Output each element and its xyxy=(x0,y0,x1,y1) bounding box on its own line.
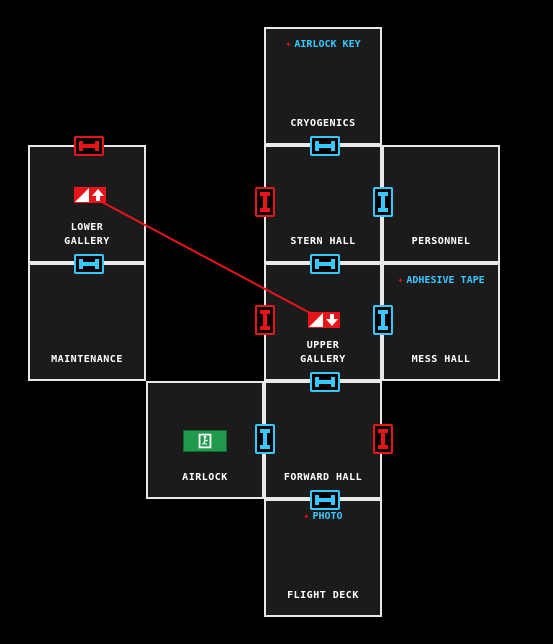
door-icon xyxy=(315,377,335,387)
stairs-up-icon xyxy=(90,187,106,203)
door-forward-flight[interactable] xyxy=(310,490,340,510)
door-lower-gallery-top[interactable] xyxy=(74,136,104,156)
stairs-down-icon xyxy=(324,312,340,328)
room-cryogenics[interactable]: ✦AIRLOCK KEY CRYOGENICS xyxy=(264,27,382,145)
door-cryogenics-stern[interactable] xyxy=(310,136,340,156)
item-photo[interactable]: ✦PHOTO xyxy=(303,511,343,522)
door-lower-gallery-maintenance[interactable] xyxy=(74,254,104,274)
door-icon xyxy=(260,429,270,449)
room-label: CRYOGENICS xyxy=(290,118,356,129)
door-maintenance-upper[interactable] xyxy=(255,305,275,335)
room-maintenance[interactable]: MAINTENANCE xyxy=(28,263,146,381)
room-label: LOWER GALLERY xyxy=(64,222,110,247)
door-upper-forward[interactable] xyxy=(310,372,340,392)
item-star-icon: ✦ xyxy=(397,275,404,286)
room-label: AIRLOCK xyxy=(182,472,228,483)
door-icon xyxy=(315,141,335,151)
room-label: FLIGHT DECK xyxy=(287,590,359,601)
item-star-icon: ✦ xyxy=(285,39,292,50)
room-personnel[interactable]: PERSONNEL xyxy=(382,145,500,263)
door-airlock-forward[interactable] xyxy=(255,424,275,454)
room-lower-gallery[interactable]: LOWER GALLERY xyxy=(28,145,146,263)
stairs-up-marker[interactable] xyxy=(74,187,106,203)
room-label: MAINTENANCE xyxy=(51,354,123,365)
door-icon xyxy=(378,192,388,212)
door-stern-personnel[interactable] xyxy=(373,187,393,217)
emergency-exit-icon[interactable] xyxy=(183,430,227,452)
room-mess-hall[interactable]: ✦ADHESIVE TAPE MESS HALL xyxy=(382,263,500,381)
door-icon xyxy=(260,192,270,212)
room-label: MESS HALL xyxy=(411,354,471,365)
door-forward-east[interactable] xyxy=(373,424,393,454)
door-lower-gallery-stern[interactable] xyxy=(255,187,275,217)
room-label: FORWARD HALL xyxy=(283,472,363,483)
room-forward-hall[interactable]: FORWARD HALL xyxy=(264,381,382,499)
door-icon xyxy=(378,429,388,449)
door-icon xyxy=(315,259,335,269)
item-airlock-key[interactable]: ✦AIRLOCK KEY xyxy=(285,39,361,50)
door-icon xyxy=(79,259,99,269)
door-stern-upper[interactable] xyxy=(310,254,340,274)
door-upper-mess[interactable] xyxy=(373,305,393,335)
room-label: UPPER GALLERY xyxy=(300,340,346,365)
room-stern-hall[interactable]: STERN HALL xyxy=(264,145,382,263)
room-label: PERSONNEL xyxy=(411,236,471,247)
stairs-icon xyxy=(308,312,324,328)
door-icon xyxy=(79,141,99,151)
item-star-icon: ✦ xyxy=(303,511,310,522)
stairs-down-marker[interactable] xyxy=(308,312,340,328)
door-icon xyxy=(378,310,388,330)
stairs-icon xyxy=(74,187,90,203)
room-label: STERN HALL xyxy=(290,236,356,247)
room-flight-deck[interactable]: ✦PHOTO FLIGHT DECK xyxy=(264,499,382,617)
item-adhesive-tape[interactable]: ✦ADHESIVE TAPE xyxy=(397,275,485,286)
door-icon xyxy=(315,495,335,505)
door-icon xyxy=(260,310,270,330)
